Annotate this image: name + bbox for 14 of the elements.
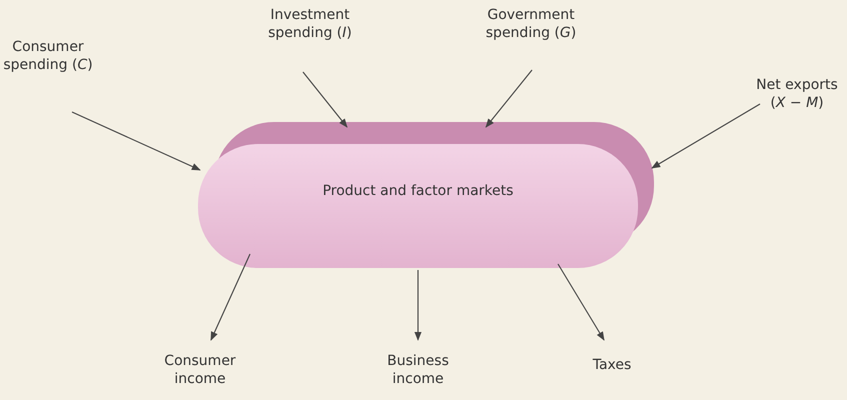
flow-label: Investment spending (I) (267, 6, 353, 42)
node-label: Product and factor markets (322, 182, 514, 200)
flow-label: Consumer spending (C) (2, 38, 94, 74)
flow-label: Net exports (X − M) (755, 76, 839, 112)
arrow (302, 72, 348, 128)
arrow (72, 112, 201, 170)
arrow (485, 70, 532, 128)
arrow (651, 104, 760, 168)
arrow (414, 270, 422, 341)
arrow (210, 254, 250, 341)
flow-label: Business income (386, 352, 450, 388)
flow-label: Taxes (592, 356, 632, 374)
flow-label: Consumer income (163, 352, 237, 388)
flow-label: Government spending (G) (484, 6, 578, 42)
